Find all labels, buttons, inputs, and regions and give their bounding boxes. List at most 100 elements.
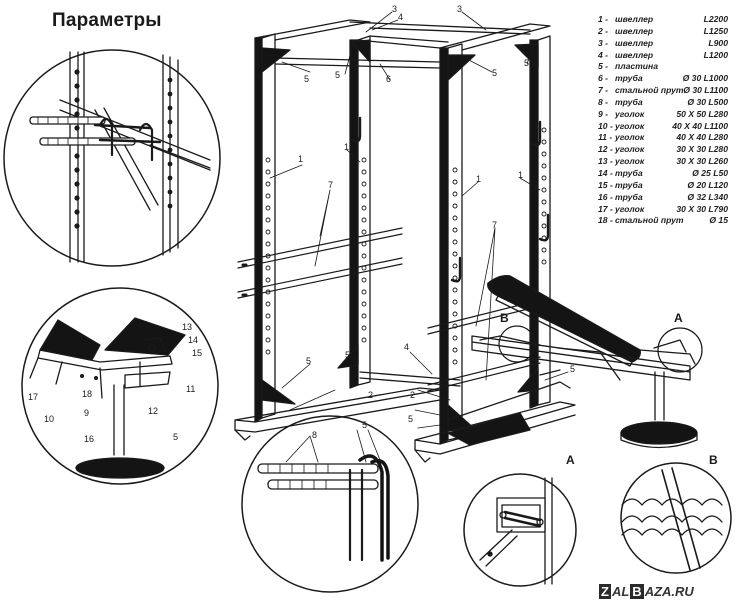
safety-rod-7b	[237, 257, 403, 299]
callout-2a: 2	[368, 390, 373, 400]
adjustable-bench	[471, 275, 703, 449]
callout-5g: 5	[408, 414, 413, 424]
part-num: 3 -	[598, 37, 609, 48]
callout-5h: 5	[570, 364, 575, 374]
part-name: стальной прут	[615, 215, 684, 226]
rack-holes	[265, 127, 547, 365]
part-num: 9 -	[598, 108, 609, 119]
part-dim: 40 X 40 L280	[676, 132, 728, 143]
callout-5d: 5	[524, 58, 529, 68]
callout-5b: 5	[335, 70, 340, 80]
part-name: труба	[615, 179, 643, 190]
label-a-bench: A	[674, 311, 683, 325]
label-b-detail: B	[709, 453, 718, 467]
part-dim: 30 X 30 L790	[676, 203, 728, 214]
watermark-letter-z: Z	[599, 584, 611, 599]
part-name: труба	[615, 73, 643, 84]
part-num: 1 -	[598, 14, 609, 24]
power-rack	[234, 19, 576, 463]
leader-lines	[269, 11, 569, 463]
part-num: 10 -	[598, 120, 613, 131]
callout-7b: 7	[492, 220, 497, 230]
part-num: 16 -	[598, 191, 613, 202]
safety-rod-7a	[237, 227, 403, 269]
part-num: 7 -	[598, 85, 609, 96]
part-num: 18 -	[598, 215, 613, 226]
watermark-letter-b: B	[630, 584, 644, 599]
page-title: Параметры	[52, 10, 162, 31]
callout-12: 12	[148, 406, 158, 416]
part-dim: Ø 30 L1100	[683, 85, 728, 96]
part-num: 8 -	[598, 96, 609, 107]
part-num: 14 -	[598, 167, 613, 178]
part-num: 5 -	[598, 61, 609, 72]
callout-4a: 4	[398, 12, 403, 22]
part-name: швеллер	[615, 14, 654, 24]
parts-list-row: 16 -труба Ø 32 L340	[598, 192, 732, 204]
watermark-part-1: AL	[611, 584, 630, 599]
callout-13: 13	[182, 322, 192, 332]
callout-5c: 5	[492, 68, 497, 78]
callout-numbers: 1 1 1 1 2 2 3 3 4 4 5 5 5 5 5 5 5 5 5 5 …	[28, 4, 575, 444]
part-name: труба	[615, 191, 643, 202]
callout-3a: 3	[392, 4, 397, 14]
bench-detail-b-marker	[498, 325, 536, 363]
part-dim: L1250	[703, 25, 728, 36]
part-num: 11 -	[598, 132, 613, 143]
callout-1a: 1	[298, 154, 303, 164]
callout-6: 6	[386, 74, 391, 84]
part-name: уголок	[615, 108, 645, 119]
part-name: пластина	[615, 61, 659, 72]
part-dim: 50 X 50 L280	[676, 108, 728, 119]
label-a-detail: A	[566, 453, 575, 467]
parts-list-row: 9 - уголок 50 X 50 L280	[598, 109, 732, 121]
part-name: уголок	[615, 132, 645, 143]
part-name: уголок	[615, 156, 645, 167]
detail-letters: B A A B	[500, 311, 718, 467]
detail-circle-b	[620, 462, 732, 574]
part-dim: Ø 15	[709, 215, 728, 226]
callout-8: 8	[312, 430, 317, 440]
parts-list-row: 5 - пластина	[598, 61, 732, 73]
callout-7a: 7	[328, 180, 333, 190]
parts-list-row: 18 -стальной прут Ø 15	[598, 215, 732, 227]
part-dim: 30 X 30 L280	[676, 144, 728, 155]
detail-circle-rod-sleeves	[241, 415, 419, 593]
callout-5j: 5	[362, 420, 367, 430]
part-num: 12 -	[598, 144, 613, 155]
watermark-part-2: AZA.RU	[644, 584, 694, 599]
parts-list-row: 11 -уголок 40 X 40 L280	[598, 132, 732, 144]
part-num: 2 -	[598, 25, 609, 36]
callout-5a: 5	[304, 74, 309, 84]
part-name: швеллер	[615, 37, 654, 48]
callout-18: 18	[82, 389, 92, 399]
part-dim: Ø 32 L340	[687, 191, 728, 202]
detail-circle-outline	[3, 49, 221, 267]
upright-holes-right	[167, 77, 173, 209]
part-dim: Ø 20 L120	[687, 179, 728, 190]
callout-15: 15	[192, 348, 202, 358]
callout-5f: 5	[345, 350, 350, 360]
callout-16: 16	[84, 434, 94, 444]
part-dim: 30 X 30 L260	[676, 156, 728, 167]
detail-circle-bar-holes	[3, 49, 221, 267]
part-dim: L1200	[703, 49, 728, 60]
part-dim: Ø 30 L1000	[682, 73, 728, 84]
part-name: швеллер	[615, 49, 654, 60]
callout-1b: 1	[344, 142, 349, 152]
callout-2b: 2	[410, 390, 415, 400]
part-num: 17 -	[598, 203, 613, 214]
callout-14: 14	[188, 335, 198, 345]
part-name: стальной прут	[615, 85, 684, 96]
part-dim: Ø 30 L500	[687, 96, 728, 107]
